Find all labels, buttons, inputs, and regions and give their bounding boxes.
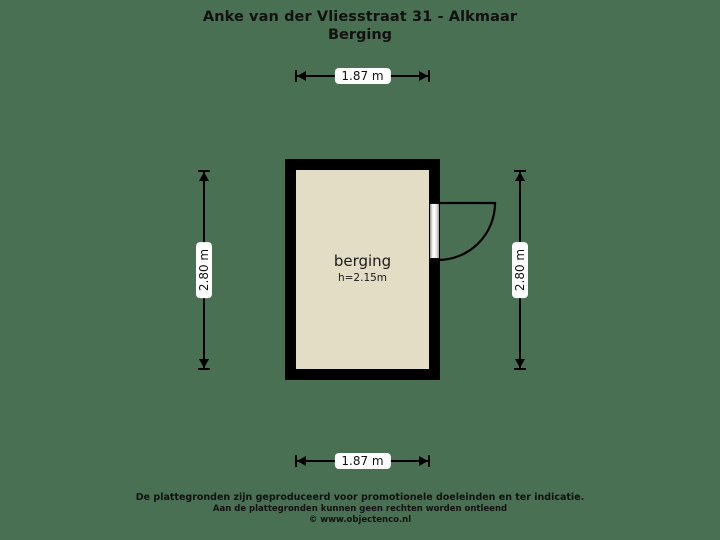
dimension-right: 2.80 m [512, 170, 528, 370]
dimension-left: 2.80 m [196, 170, 212, 370]
footer-line-2: Aan de plattegronden kunnen geen rechten… [212, 504, 508, 514]
dimension-top-arrow-left-icon [297, 71, 306, 81]
dimension-right-arrow-top-icon [515, 172, 525, 181]
dimension-right-arrow-bottom-icon [515, 359, 525, 368]
dimension-left-cap-top [198, 170, 210, 172]
dimension-right-cap-bottom [514, 368, 526, 370]
title-subtitle: Berging [327, 27, 393, 43]
room-floor-berging [296, 170, 429, 369]
dimension-left-label: 2.80 m [196, 241, 212, 299]
dimension-bottom-cap-right [428, 455, 430, 467]
dimension-left-cap-bottom [198, 368, 210, 370]
footer-copyright: © www.objectenco.nl [308, 515, 412, 525]
dimension-top: 1.87 m [295, 68, 430, 84]
dimension-right-cap-top [514, 170, 526, 172]
dimension-bottom-arrow-right-icon [419, 456, 428, 466]
dimension-top-cap-left [295, 70, 297, 82]
dimension-right-label: 2.80 m [512, 241, 528, 299]
footer-line-1: De plattegronden zijn geproduceerd voor … [135, 492, 585, 503]
dimension-top-cap-right [428, 70, 430, 82]
dimension-bottom-label: 1.87 m [334, 453, 391, 469]
dimension-bottom-arrow-left-icon [297, 456, 306, 466]
room-height-label: h=2.15m [337, 272, 388, 284]
room-name-label: berging [333, 252, 392, 270]
dimension-bottom-cap-left [295, 455, 297, 467]
door-leaf-icon [430, 203, 439, 259]
dimension-top-label: 1.87 m [334, 68, 391, 84]
dimension-left-arrow-top-icon [199, 172, 209, 181]
door-swing-arc-icon [438, 201, 497, 261]
room-label-group: berging h=2.15m [296, 252, 429, 285]
dimension-bottom: 1.87 m [295, 453, 430, 469]
title-address: Anke van der Vliesstraat 31 - Alkmaar [202, 9, 518, 25]
dimension-left-arrow-bottom-icon [199, 359, 209, 368]
page-title: Anke van der Vliesstraat 31 - Alkmaar Be… [0, 8, 720, 44]
dimension-top-arrow-right-icon [419, 71, 428, 81]
footer-disclaimer: De plattegronden zijn geproduceerd voor … [0, 492, 720, 526]
